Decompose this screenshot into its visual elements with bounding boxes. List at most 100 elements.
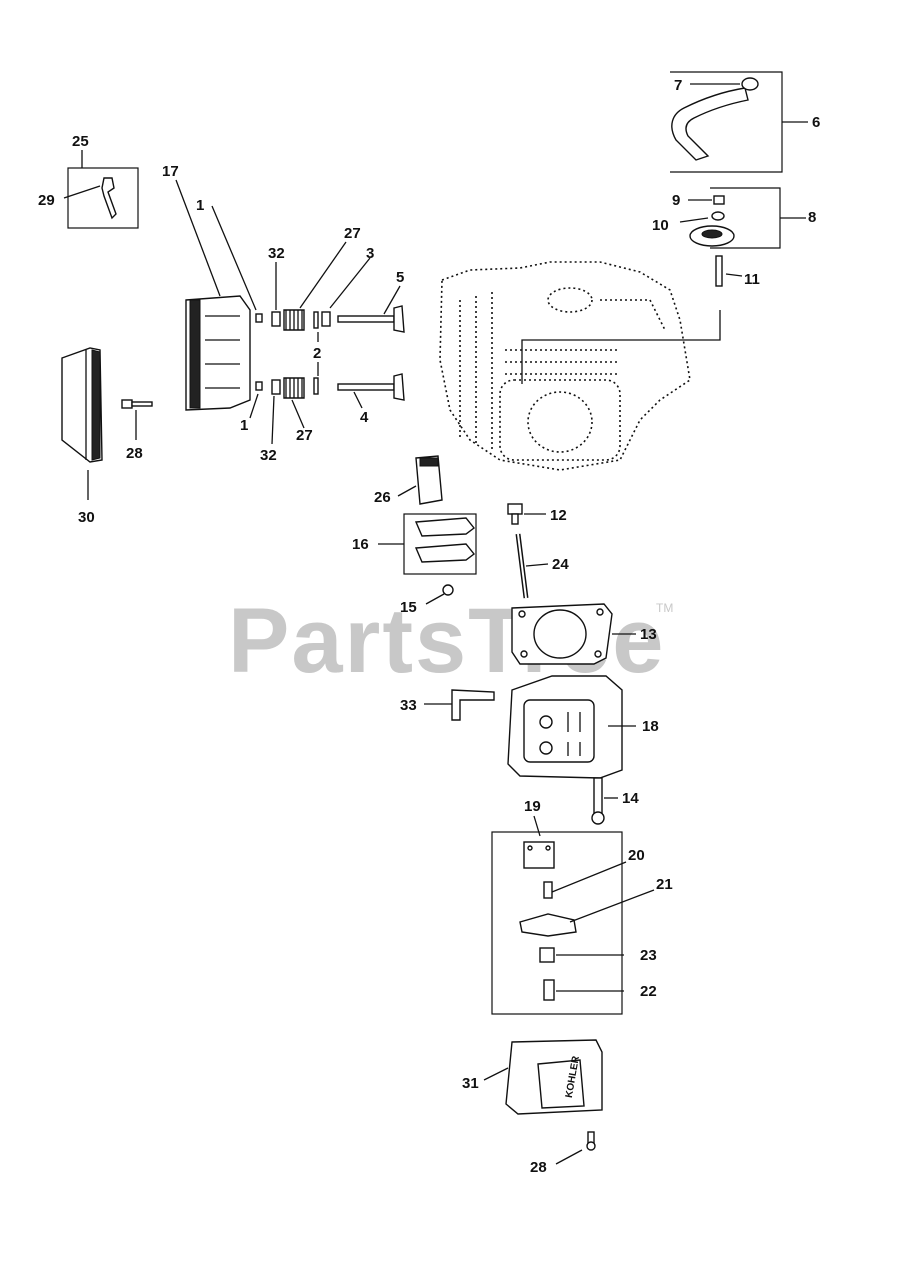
breather-leader xyxy=(521,310,721,384)
part-16-group[interactable] xyxy=(378,513,477,575)
callout-labels: 1 1 2 3 4 5 6 7 8 9 10 11 12 13 14 15 16… xyxy=(38,77,820,1176)
leader-31 xyxy=(483,1067,509,1081)
leader-27a xyxy=(299,241,347,309)
callout-25[interactable]: 25 xyxy=(72,133,89,150)
callout-27[interactable]: 27 xyxy=(344,225,361,242)
callout-1[interactable]: 1 xyxy=(196,197,204,214)
callout-15[interactable]: 15 xyxy=(400,599,417,616)
leader-10 xyxy=(679,217,709,223)
gasket-hole-d xyxy=(594,650,602,658)
callout-3[interactable]: 3 xyxy=(366,245,374,262)
part-15[interactable] xyxy=(425,584,454,605)
callout-31[interactable]: 31 xyxy=(462,1075,479,1092)
callout-23[interactable]: 23 xyxy=(640,947,657,964)
callout-5[interactable]: 5 xyxy=(396,269,404,286)
callout-20[interactable]: 20 xyxy=(628,847,645,864)
callout-10[interactable]: 10 xyxy=(652,217,669,234)
callout-17[interactable]: 17 xyxy=(162,163,179,180)
fitting-group-25[interactable] xyxy=(63,150,139,229)
leader-32b xyxy=(271,395,275,445)
head-18-chamber xyxy=(523,699,595,763)
leader-11 xyxy=(725,273,743,277)
block-26-top xyxy=(419,457,439,467)
callout-29[interactable]: 29 xyxy=(38,192,55,209)
callout-16[interactable]: 16 xyxy=(352,536,369,553)
leader-24 xyxy=(525,563,549,567)
bolt-28-lower[interactable] xyxy=(555,1131,596,1165)
plate-16b xyxy=(414,543,475,563)
bolt-14-head xyxy=(591,811,605,825)
callout-6[interactable]: 6 xyxy=(812,114,820,131)
leader-15 xyxy=(425,593,445,605)
leader-29 xyxy=(63,185,101,199)
leader-19 xyxy=(533,815,541,837)
part-24[interactable] xyxy=(515,533,549,599)
breather-hose-group[interactable] xyxy=(670,71,808,173)
cover-30-flange xyxy=(91,349,101,461)
adjuster-22 xyxy=(543,979,555,1001)
callout-11[interactable]: 11 xyxy=(744,271,760,288)
spring-27b-coils xyxy=(285,378,303,398)
valve-train-upper[interactable] xyxy=(211,205,405,342)
head-18-slots xyxy=(567,712,581,756)
gasket-hole-c xyxy=(520,650,528,658)
callout-32[interactable]: 32 xyxy=(260,447,277,464)
callout-28[interactable]: 28 xyxy=(530,1159,547,1176)
callout-8[interactable]: 8 xyxy=(808,209,816,226)
callout-13[interactable]: 13 xyxy=(640,626,657,643)
keeper-1a xyxy=(255,313,263,323)
breather-stud[interactable] xyxy=(715,255,743,287)
valve-train-lower[interactable] xyxy=(249,362,405,445)
valve-4-stem xyxy=(337,383,395,391)
part-14[interactable] xyxy=(591,777,618,825)
watermark-trademark: TM xyxy=(656,601,673,615)
callout-7[interactable]: 7 xyxy=(674,77,682,94)
cylinder-head-side[interactable] xyxy=(175,179,251,411)
callout-24[interactable]: 24 xyxy=(552,556,569,573)
breather-seal xyxy=(711,211,725,221)
part-12[interactable] xyxy=(507,503,546,525)
leader-17 xyxy=(175,179,221,297)
plate-16a xyxy=(414,517,475,537)
callout-26[interactable]: 26 xyxy=(374,489,391,506)
callout-33[interactable]: 33 xyxy=(400,697,417,714)
head-18-port-b xyxy=(539,741,553,755)
callout-22[interactable]: 22 xyxy=(640,983,657,1000)
bolt-28-upper[interactable] xyxy=(121,399,153,440)
callout-1[interactable]: 1 xyxy=(240,417,248,434)
bolt-14-shank xyxy=(593,777,603,815)
callout-18[interactable]: 18 xyxy=(642,718,659,735)
head-18-port-a xyxy=(539,715,553,729)
callout-27[interactable]: 27 xyxy=(296,427,313,444)
leader-28b xyxy=(555,1149,583,1165)
callout-32[interactable]: 32 xyxy=(268,245,285,262)
leader-27b xyxy=(291,399,305,429)
callout-12[interactable]: 12 xyxy=(550,507,567,524)
plate-19-hole-b xyxy=(545,845,551,851)
callout-14[interactable]: 14 xyxy=(622,790,639,807)
leader-5 xyxy=(383,285,401,315)
callout-30[interactable]: 30 xyxy=(78,509,95,526)
callout-21[interactable]: 21 xyxy=(656,876,673,893)
part-18[interactable] xyxy=(507,675,636,779)
fitting-29 xyxy=(101,177,117,220)
valve-5-stem xyxy=(337,315,395,323)
rocker-group[interactable] xyxy=(491,815,655,1015)
part-13[interactable] xyxy=(511,603,636,665)
pivot-20 xyxy=(543,881,553,899)
callout-2[interactable]: 2 xyxy=(313,345,321,362)
callout-4[interactable]: 4 xyxy=(360,409,369,426)
callout-28[interactable]: 28 xyxy=(126,445,143,462)
part-26[interactable] xyxy=(397,455,443,505)
callout-19[interactable]: 19 xyxy=(524,798,541,815)
callout-9[interactable]: 9 xyxy=(672,192,680,209)
breather-cover-group[interactable] xyxy=(679,187,806,249)
leader-20 xyxy=(551,861,627,893)
hose-clamp xyxy=(741,77,759,91)
valve-4-head xyxy=(393,373,405,401)
seal-2a xyxy=(313,311,319,329)
valve-cover-side[interactable] xyxy=(61,347,103,500)
part-33[interactable] xyxy=(424,689,495,721)
part-31[interactable]: KOHLER xyxy=(483,1039,603,1115)
